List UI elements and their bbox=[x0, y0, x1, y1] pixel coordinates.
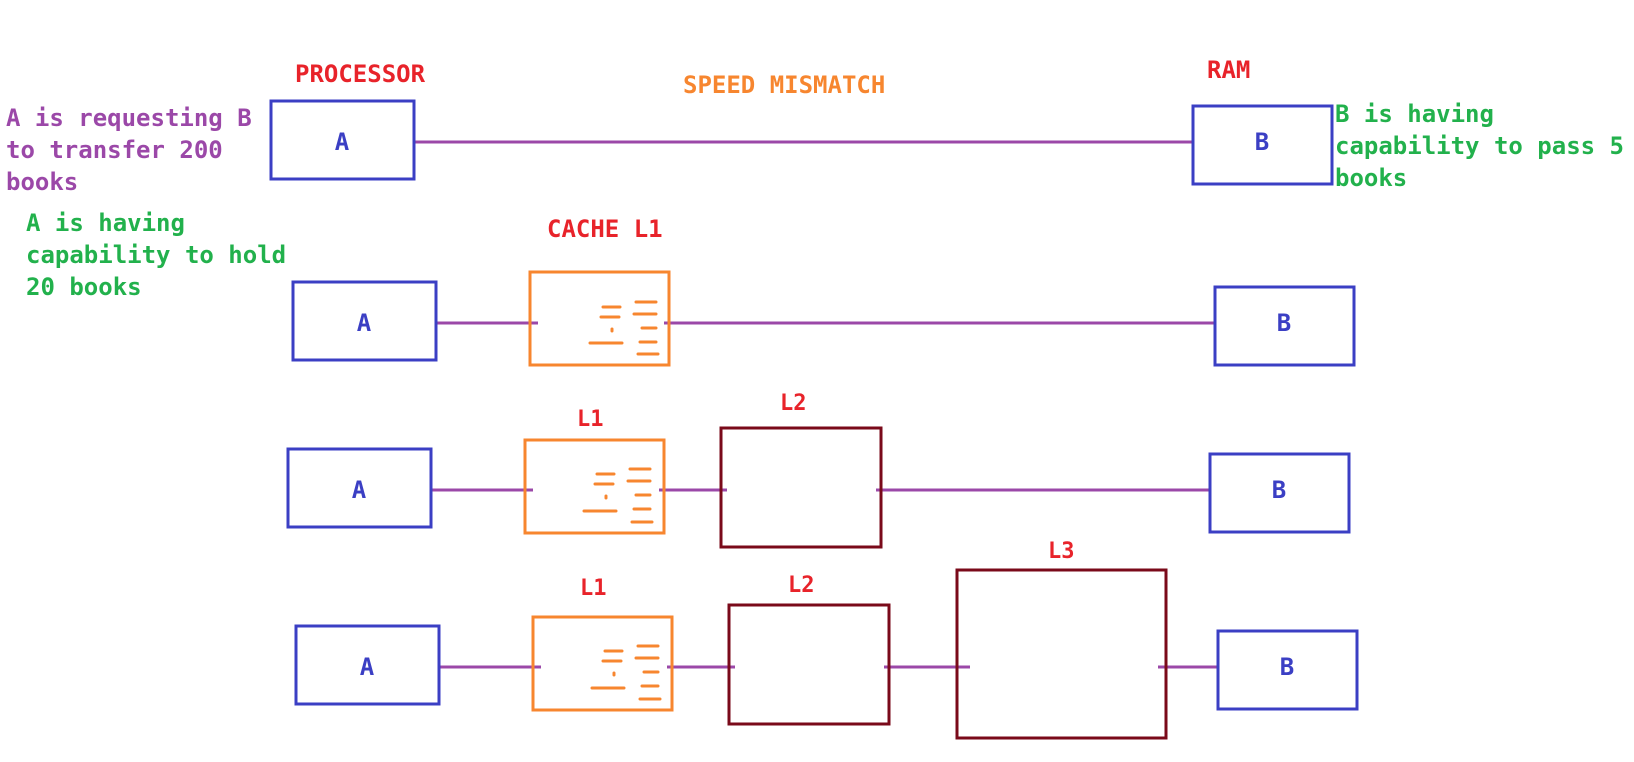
row3-box-a-label: A bbox=[360, 653, 375, 681]
row2-l2-box bbox=[719, 426, 883, 549]
row2-l1-label: L1 bbox=[577, 407, 604, 432]
speed-mismatch-title: SPEED MISMATCH bbox=[683, 71, 885, 99]
row3-l2-label: L2 bbox=[788, 573, 815, 598]
row1-cache-l1-box bbox=[528, 270, 671, 367]
row3-l1-label: L1 bbox=[580, 576, 607, 601]
row2-box-a-label: A bbox=[352, 476, 367, 504]
note-a-requesting: A is requesting B to transfer 200 books bbox=[6, 104, 252, 196]
row2-l1-box bbox=[523, 438, 666, 535]
processor-box-a-label: A bbox=[335, 128, 350, 156]
row3-box-b bbox=[1216, 629, 1359, 711]
note-a-capability: A is having capability to hold 20 books bbox=[26, 209, 287, 301]
ram-box-b bbox=[1191, 104, 1334, 186]
row1-box-b-label: B bbox=[1277, 309, 1291, 337]
row2-box-a bbox=[286, 447, 433, 529]
row2-l2-label: L2 bbox=[780, 391, 807, 416]
row3-books-icon bbox=[590, 644, 662, 701]
row3-box-a bbox=[294, 624, 441, 706]
note-b-capability: B is having capability to pass 5 books bbox=[1335, 100, 1624, 192]
row3-l1-box bbox=[531, 615, 674, 712]
row3-l3-box bbox=[955, 568, 1168, 740]
row3-l2-box bbox=[727, 603, 891, 726]
cache-l1-label: CACHE L1 bbox=[547, 215, 663, 243]
ram-label: RAM bbox=[1207, 56, 1250, 84]
row2-books-icon bbox=[582, 467, 654, 524]
row3-l3-label: L3 bbox=[1048, 539, 1075, 564]
row1-box-a-label: A bbox=[357, 309, 372, 337]
row2-box-b bbox=[1208, 452, 1351, 534]
processor-box-a bbox=[269, 99, 416, 181]
ram-box-b-label: B bbox=[1255, 128, 1269, 156]
row1-box-b bbox=[1213, 285, 1356, 367]
row1-box-a bbox=[291, 280, 438, 362]
row3-box-b-label: B bbox=[1280, 653, 1294, 681]
row1-books-icon bbox=[588, 300, 660, 356]
processor-label: PROCESSOR bbox=[295, 60, 426, 88]
row2-box-b-label: B bbox=[1272, 476, 1286, 504]
